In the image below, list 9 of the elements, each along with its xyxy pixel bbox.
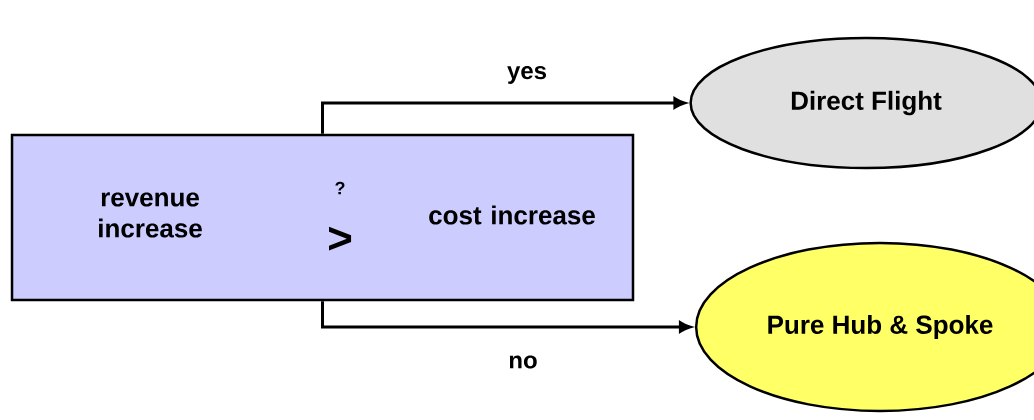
- comparison-box: [10, 133, 635, 302]
- node-label: ?: [335, 181, 345, 195]
- node-label: >: [329, 226, 352, 251]
- arrow: [321, 301, 692, 333]
- node-label: revenue increase: [99, 192, 202, 238]
- arrow: [321, 97, 686, 134]
- edge-label: yes: [507, 66, 547, 84]
- node-label: cost increase: [429, 205, 595, 225]
- edge-label: no: [509, 355, 537, 369]
